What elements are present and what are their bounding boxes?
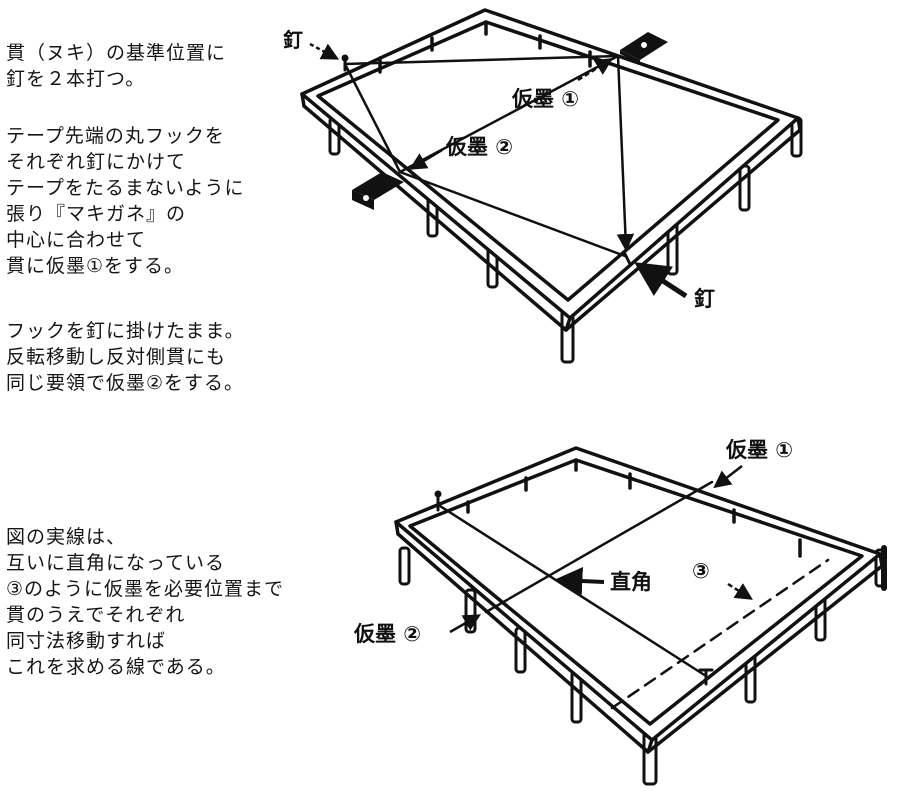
nail-label-right: 釘: [694, 287, 715, 311]
carpenter-square-top-right: [620, 32, 668, 64]
nail-head: [341, 54, 349, 62]
mark-1-label: 仮墨 ①: [511, 87, 579, 111]
right-angle-arrow: [554, 567, 605, 596]
board-edge: [564, 128, 802, 332]
frame-inner: [408, 458, 864, 726]
post: [398, 546, 411, 586]
top-frame-diagram: [300, 8, 803, 364]
text-line: 貫のうえでそれぞれ: [6, 604, 186, 626]
mark-3-label: ③: [692, 559, 710, 583]
mark-3-arrow: [727, 582, 753, 600]
carpenter-square-left: [352, 172, 404, 210]
instruction-paragraph-1: 貫（ヌキ）の基準位置に 釘を２本打つ。: [6, 40, 226, 92]
top-boards: [300, 8, 802, 332]
right-angle-label: 直角: [610, 570, 652, 594]
text-line: それぞれ釘にかけて: [6, 151, 187, 173]
mark-1-arrow-bottom: [713, 465, 743, 489]
text-line: これを求める線である。: [6, 656, 226, 678]
nail-marker: [623, 252, 632, 266]
text-line: 中心に合わせて: [6, 229, 147, 251]
tape-line: [343, 62, 402, 174]
board-edge: [646, 564, 884, 754]
nail-label: 釘: [283, 28, 303, 52]
text-line: 貫に仮墨①をする。: [6, 255, 185, 277]
instruction-paragraph-4: 図の実線は、 互いに直角になっている ③のように仮墨を必要位置まで 貫のうえでそ…: [6, 524, 284, 680]
tape-line: [398, 170, 627, 258]
text-line: 貫（ヌキ）の基準位置に: [6, 42, 227, 64]
dashed-line: [610, 558, 830, 710]
tape-line: [343, 54, 620, 66]
text-line: 釘を２本打つ。: [6, 68, 146, 90]
mark-2-arrow-bottom: [449, 614, 482, 634]
post: [514, 626, 527, 674]
board-edge: [394, 520, 400, 536]
mark-1-arrow: [577, 58, 613, 82]
solid-line: [484, 480, 714, 614]
mark-2-label: 仮墨 ②: [445, 135, 513, 159]
nail-arrow: [309, 42, 340, 60]
mark-2-label-bottom: 仮墨 ②: [353, 622, 421, 646]
board-edge: [300, 92, 306, 108]
text-line: ③のように仮墨を必要位置まで: [6, 578, 285, 600]
instruction-paragraph-2: テープ先端の丸フックを それぞれ釘にかけて テープをたるまないように 張り『マキ…: [6, 123, 244, 279]
board-edge: [646, 738, 654, 754]
frame-inner: [316, 20, 780, 302]
board-edge: [564, 316, 572, 332]
tape-line: [616, 54, 635, 252]
text-line: テープをたるまないように: [6, 177, 245, 199]
nail-right-arrow: [634, 262, 688, 299]
board-edge: [302, 104, 568, 332]
mark-2-arrow: [408, 148, 443, 170]
bottom-frame-diagram: [394, 446, 887, 786]
text-line: 張り『マキガネ』の: [6, 203, 187, 225]
mark-1-label-bottom: 仮墨 ①: [725, 438, 793, 462]
board-edge: [796, 116, 802, 132]
text-line: テープ先端の丸フックを: [6, 125, 225, 147]
text-line: 互いに直角になっている: [6, 552, 226, 574]
text-line: 同じ要領で仮墨②をする。: [6, 372, 245, 394]
text-line: 反転移動し反対側貫にも: [6, 346, 227, 368]
text-line: 同寸法移動すれば: [6, 630, 167, 652]
nail-head: [434, 490, 442, 498]
text-line: フックを釘に掛けたまま。: [6, 320, 245, 342]
text-line: 図の実線は、: [6, 526, 127, 548]
bottom-boards: [394, 446, 887, 754]
instruction-paragraph-3: フックを釘に掛けたまま。 反転移動し反対側貫にも 同じ要領で仮墨②をする。: [6, 318, 245, 396]
board-edge: [396, 532, 650, 754]
